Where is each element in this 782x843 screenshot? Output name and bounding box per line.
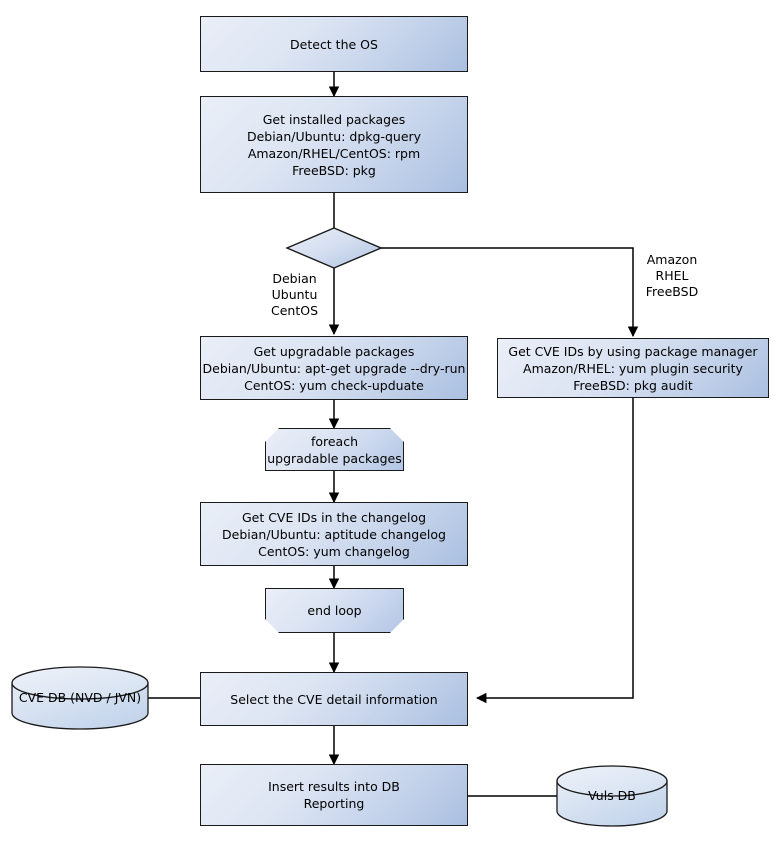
edge-pkgmgr-to-select	[475, 398, 634, 704]
decision-diamond[interactable]	[285, 227, 383, 269]
cve-db-label: CVE DB (NVD / JVN)	[18, 690, 142, 705]
edge-label-right-branch: Amazon RHEL FreeBSD	[645, 252, 699, 299]
node-foreach-upgradable-packages[interactable]: foreach upgradable packages	[265, 428, 404, 471]
node-select-cve-detail-information[interactable]: Select the CVE detail information	[200, 672, 468, 726]
vuls-db-label: Vuls DB	[588, 788, 636, 803]
edge-decision-to-pkgmgr	[381, 247, 639, 338]
node-get-upgradable-packages[interactable]: Get upgradable packages Debian/Ubuntu: a…	[200, 336, 468, 400]
edge-label-left-branch: Debian Ubuntu CentOS	[270, 271, 318, 318]
node-get-cve-ids-package-manager[interactable]: Get CVE IDs by using package manager Ama…	[497, 338, 769, 398]
node-end-loop[interactable]: end loop	[265, 588, 404, 633]
node-insert-results-into-db[interactable]: Insert results into DB Reporting	[200, 764, 468, 826]
node-get-cve-ids-changelog[interactable]: Get CVE IDs in the changelog Debian/Ubun…	[200, 502, 468, 566]
node-get-installed-packages[interactable]: Get installed packages Debian/Ubuntu: dp…	[200, 96, 468, 193]
node-detect-the-os[interactable]: Detect the OS	[200, 16, 468, 72]
